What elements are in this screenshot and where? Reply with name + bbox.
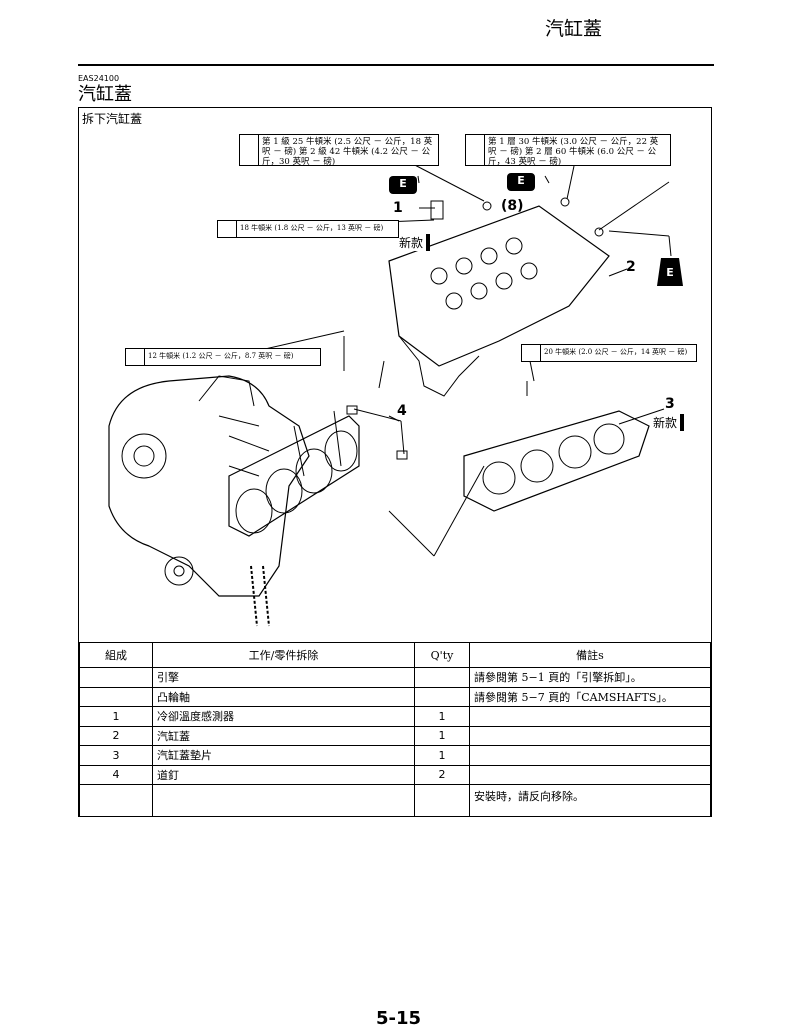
part-cell: 汽缸蓋: [152, 725, 415, 746]
qty-cell: [414, 686, 470, 707]
qty-cell: 1: [414, 706, 470, 727]
table-row: 4 道釘 2: [79, 764, 711, 785]
exploded-diagram: 第 1 級 25 牛頓米 (2.5 公尺 － 公斤，18 英呎 － 磅) 第 2…: [79, 126, 711, 641]
section-code: EAS24100: [78, 74, 120, 83]
qty-cell: 1: [414, 725, 470, 746]
part-cell: 道釘: [152, 764, 415, 785]
torque-wrench-icon: [218, 221, 237, 237]
order-cell: 3: [79, 745, 153, 766]
torque-callout-stud: 12 牛頓米 (1.2 公尺 － 公斤，8.7 英呎 － 磅): [125, 348, 321, 366]
remarks-cell: 請參閱第 5−7 頁的「CAMSHAFTS」。: [469, 686, 711, 707]
oil-symbol-icon: E: [517, 174, 525, 187]
callout-number: 3: [665, 396, 675, 412]
order-cell: 2: [79, 725, 153, 746]
part-cell: 冷卻溫度感測器: [152, 706, 415, 727]
torque-text: 18 牛頓米 (1.8 公尺 － 公斤，13 英呎 － 磅): [240, 224, 384, 232]
new-part-tag: 新款: [653, 414, 685, 431]
torque-wrench-icon: [466, 135, 485, 165]
part-cell: 引擎: [152, 667, 415, 688]
order-cell: 4: [79, 764, 153, 785]
torque-text: 第 1 層 30 牛頓米 (3.0 公尺 － 公斤，22 英呎 － 磅) 第 2…: [488, 137, 659, 167]
oil-symbol-icon: E: [666, 266, 674, 279]
torque-callout-head-bolts: 第 1 級 25 牛頓米 (2.5 公尺 － 公斤，18 英呎 － 磅) 第 2…: [239, 134, 439, 167]
torque-wrench-icon: [522, 345, 541, 361]
content-frame: [78, 107, 712, 817]
page-number: 5-15: [376, 1008, 422, 1029]
page-header-title: 汽缸蓋: [545, 18, 603, 40]
table-row: 凸輪軸 請參閱第 5−7 頁的「CAMSHAFTS」。: [79, 686, 711, 707]
callout-number: (8): [501, 198, 524, 214]
callout-number: 4: [397, 403, 407, 419]
table-row: 安裝時，請反向移除。: [79, 784, 711, 817]
callout-number: 2: [626, 259, 636, 275]
table-row: 3 汽缸蓋墊片 1: [79, 745, 711, 766]
table-header-row: 組成 工作/零件拆除 Q'ty 備註s: [79, 642, 711, 668]
torque-wrench-icon: [240, 135, 259, 165]
remarks-cell: 請參閱第 5−1 頁的「引擎拆卸」。: [469, 667, 711, 688]
col-header-remarks: 備註s: [469, 642, 711, 668]
qty-cell: [414, 667, 470, 688]
oil-symbol-icon: E: [399, 177, 407, 190]
torque-callout-bolt: 20 牛頓米 (2.0 公尺 － 公斤，14 英呎 － 磅): [521, 344, 697, 362]
remarks-cell: 安裝時，請反向移除。: [469, 784, 711, 817]
table-row: 引擎 請參閱第 5−1 頁的「引擎拆卸」。: [79, 667, 711, 688]
qty-cell: [414, 784, 470, 817]
torque-callout-sensor: 18 牛頓米 (1.8 公尺 － 公斤，13 英呎 － 磅): [217, 220, 399, 238]
remarks-cell: [469, 745, 711, 766]
torque-text: 第 1 級 25 牛頓米 (2.5 公尺 － 公斤，18 英呎 － 磅) 第 2…: [262, 137, 433, 167]
col-header-qty: Q'ty: [414, 642, 470, 668]
table-row: 1 冷卻溫度感測器 1: [79, 706, 711, 727]
remarks-cell: [469, 725, 711, 746]
engine-exploded-illustration: [108, 161, 683, 627]
subsection-title: 拆下汽缸蓋: [82, 112, 143, 126]
torque-wrench-icon: [126, 349, 145, 365]
torque-text: 12 牛頓米 (1.2 公尺 － 公斤，8.7 英呎 － 磅): [148, 352, 294, 360]
callout-number: 1: [393, 200, 403, 216]
part-cell: [152, 784, 415, 817]
section-title: 汽缸蓋: [78, 84, 132, 105]
part-cell: 汽缸蓋墊片: [152, 745, 415, 766]
order-cell: [79, 784, 153, 817]
new-part-tag: 新款: [399, 234, 431, 251]
remarks-cell: [469, 706, 711, 727]
table-row: 2 汽缸蓋 1: [79, 725, 711, 746]
col-header-order: 組成: [79, 642, 153, 668]
part-cell: 凸輪軸: [152, 686, 415, 707]
removal-table: 組成 工作/零件拆除 Q'ty 備註s 引擎 請參閱第 5−1 頁的「引擎拆卸」…: [79, 642, 711, 817]
qty-cell: 2: [414, 764, 470, 785]
header-rule: [78, 64, 714, 66]
order-cell: [79, 667, 153, 688]
order-cell: 1: [79, 706, 153, 727]
torque-callout-head-nuts: 第 1 層 30 牛頓米 (3.0 公尺 － 公斤，22 英呎 － 磅) 第 2…: [465, 134, 671, 167]
torque-text: 20 牛頓米 (2.0 公尺 － 公斤，14 英呎 － 磅): [544, 348, 688, 356]
col-header-part: 工作/零件拆除: [152, 642, 415, 668]
remarks-cell: [469, 764, 711, 785]
qty-cell: 1: [414, 745, 470, 766]
order-cell: [79, 686, 153, 707]
